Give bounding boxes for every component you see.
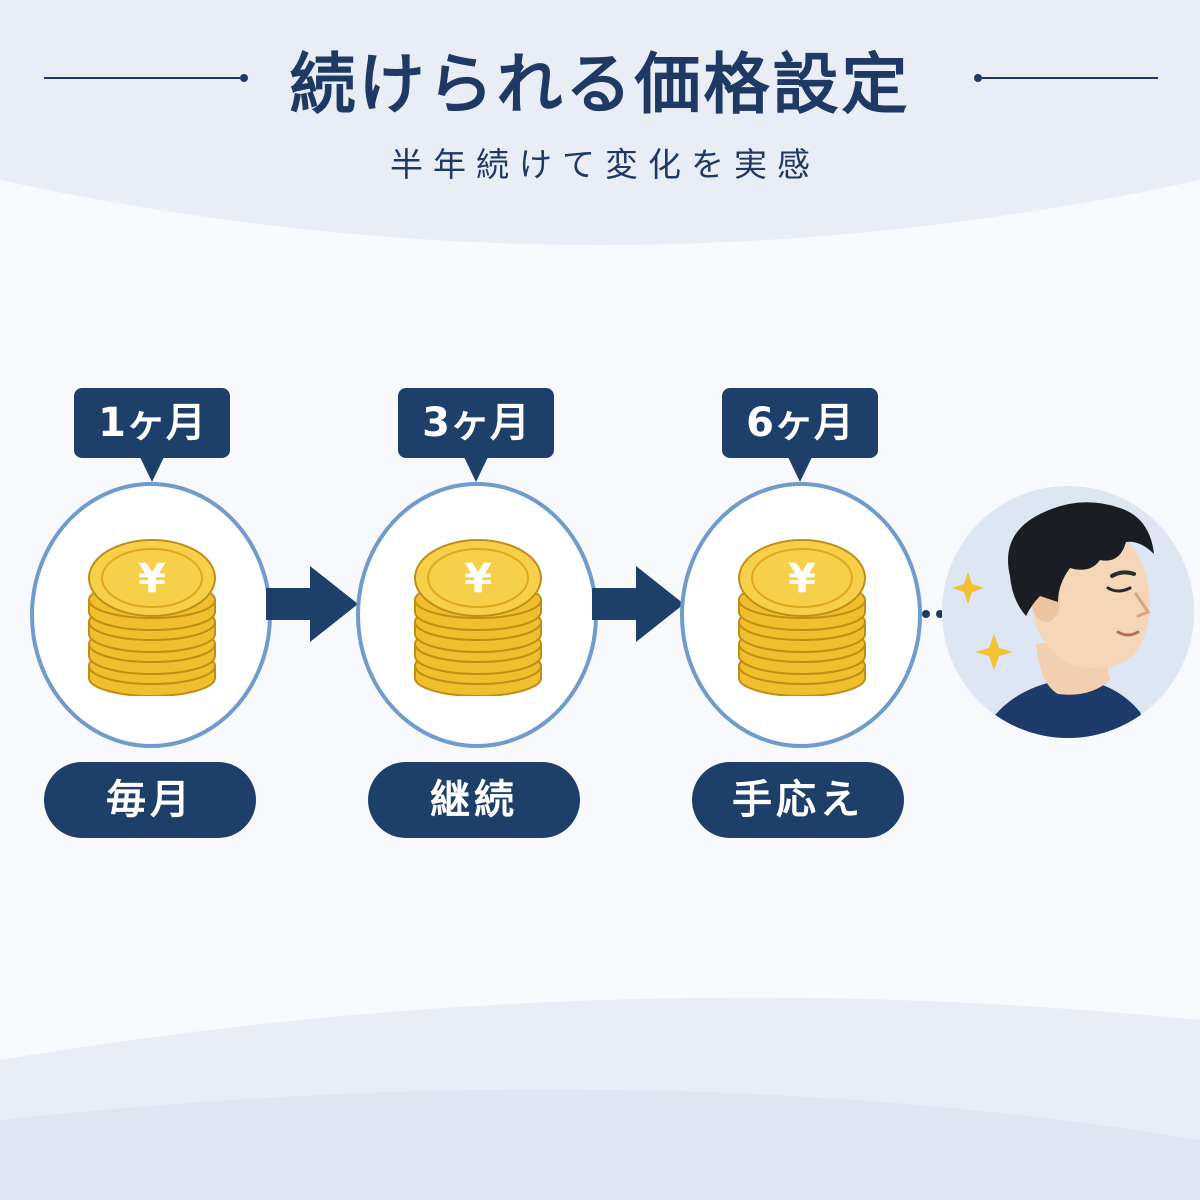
stage-circle-2: ¥ xyxy=(356,482,598,748)
period-tag-6-months: 6ヶ月 xyxy=(722,388,878,482)
stage-label-3: 手応え xyxy=(692,762,904,838)
ellipsis-dot xyxy=(922,610,930,618)
yen-coin-stack-icon: ¥ xyxy=(414,539,542,696)
stage-label-2: 継続 xyxy=(368,762,580,838)
yen-symbol: ¥ xyxy=(788,556,816,602)
yen-coin-stack-icon: ¥ xyxy=(738,539,866,696)
period-tag-1-month: 1ヶ月 xyxy=(74,388,230,482)
satisfied-man-icon xyxy=(942,486,1194,738)
arrow-right-icon xyxy=(266,566,358,642)
stage-label-1: 毎月 xyxy=(44,762,256,838)
page-title: 続けられる価格設定 xyxy=(289,46,911,123)
yen-coin-stack-icon: ¥ xyxy=(88,539,216,696)
title-dot-right xyxy=(974,74,982,82)
stage-circle-3: ¥ xyxy=(680,482,922,748)
ellipsis-dot xyxy=(936,610,944,618)
yen-symbol: ¥ xyxy=(138,556,166,602)
yen-symbol: ¥ xyxy=(464,556,492,602)
title-rule-right xyxy=(982,77,1158,79)
arrow-right-icon xyxy=(592,566,684,642)
period-tag-3-months: 3ヶ月 xyxy=(398,388,554,482)
page-subtitle: 半年続けて変化を実感 xyxy=(390,145,820,184)
stage-circle-1: ¥ xyxy=(30,482,272,748)
title-dot-left xyxy=(240,74,248,82)
title-rule-left xyxy=(44,77,240,79)
